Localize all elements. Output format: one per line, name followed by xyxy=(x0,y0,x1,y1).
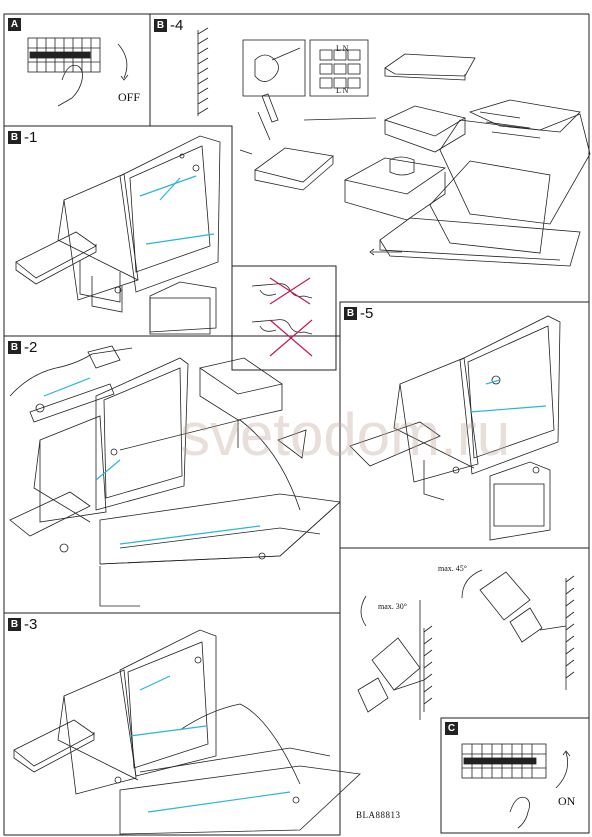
off-label: OFF xyxy=(118,90,141,104)
panel-b1-label: B -1 xyxy=(8,130,37,145)
max-45-label: max. 45° xyxy=(438,564,467,573)
panel-b3-label: B -3 xyxy=(8,617,37,632)
panel-b1-letter: B xyxy=(8,131,21,144)
panel-b4-suffix: -4 xyxy=(170,17,184,34)
wall-b4 xyxy=(197,27,209,116)
angle-lamps xyxy=(357,569,567,720)
panel-b3-suffix: -3 xyxy=(24,616,38,633)
angle-walls xyxy=(423,575,575,712)
on-label: ON xyxy=(558,794,576,808)
cross-marks xyxy=(269,277,313,357)
panel-a-label: A xyxy=(8,18,21,31)
accent-lines xyxy=(43,175,547,813)
panel-b2-label: B -2 xyxy=(8,340,37,355)
max-30-label: max. 30° xyxy=(378,602,407,611)
floodlight-b5 xyxy=(349,315,561,541)
panel-a-letter: A xyxy=(8,18,21,31)
panel-b5-letter: B xyxy=(344,307,357,320)
document-reference: BLA88813 xyxy=(356,810,401,820)
panel-b2-letter: B xyxy=(8,341,21,354)
breaker-strip-a xyxy=(27,37,129,107)
panel-b5-label: B -5 xyxy=(344,306,373,321)
panel-b1-suffix: -1 xyxy=(24,129,38,146)
panel-b3-letter: B xyxy=(8,618,21,631)
terminal-label-bottom: L N xyxy=(336,86,349,95)
floodlight-b3 xyxy=(13,629,361,835)
breaker-strip-c xyxy=(461,743,571,829)
no-touch-inset xyxy=(251,283,313,335)
panel-b4-letter: B xyxy=(154,19,167,32)
panel-c-letter: C xyxy=(445,722,458,735)
terminal-label-top: L N xyxy=(336,44,349,53)
floodlight-b1 xyxy=(15,135,221,335)
panel-b5-suffix: -5 xyxy=(360,305,374,322)
panel-b4-label: B -4 xyxy=(154,18,183,33)
panel-c-label: C xyxy=(445,722,458,735)
floodlight-b2 xyxy=(9,345,341,607)
panel-b2-suffix: -2 xyxy=(24,339,38,356)
